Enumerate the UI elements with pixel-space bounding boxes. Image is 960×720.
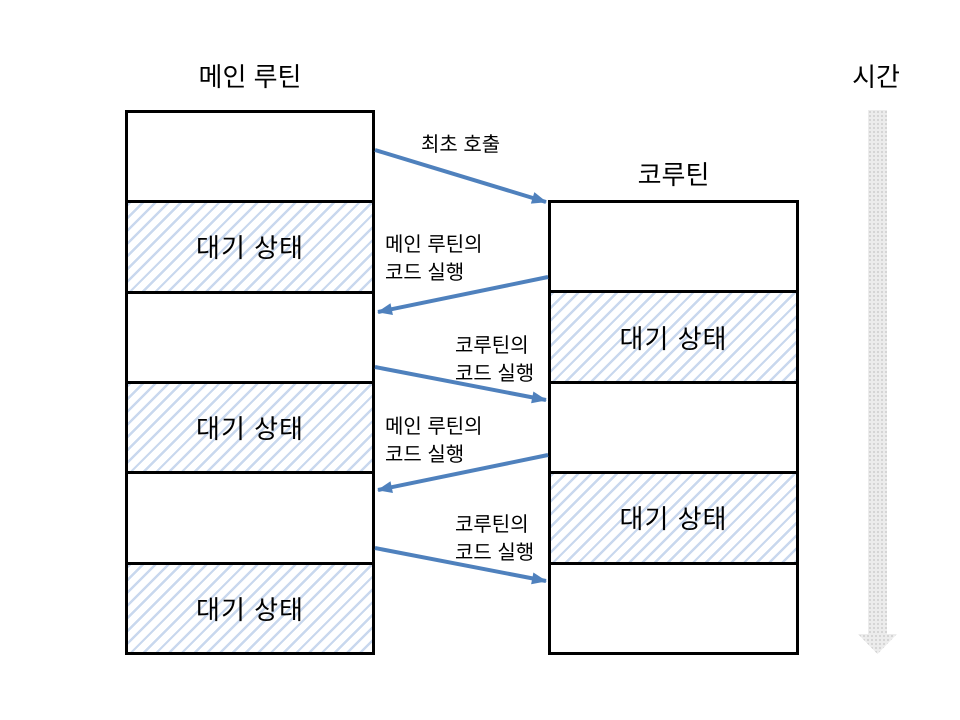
arrow-label-line: 코루틴의	[455, 514, 529, 536]
coroutine-running-block	[551, 203, 796, 291]
time-arrow-shaft	[868, 110, 887, 635]
arrow-label-main-code-run: 메인 루틴의 코드 실행	[385, 231, 483, 287]
time-axis-label: 시간	[852, 62, 900, 92]
block-label: 대기 상태	[196, 414, 304, 445]
coroutine-waiting-block: 대기 상태	[551, 471, 796, 562]
block-label: 대기 상태	[196, 594, 304, 625]
arrow-label-line: 최초 호출	[421, 134, 501, 156]
arrow-label-line: 코드 실행	[385, 444, 465, 466]
arrow-label-initial-call: 최초 호출	[421, 131, 500, 159]
main-routine-column: 대기 상태 대기 상태 대기 상태	[125, 110, 375, 655]
main-routine-waiting-block: 대기 상태	[128, 561, 372, 652]
coroutine-column: 대기 상태 대기 상태	[548, 200, 799, 655]
block-label: 대기 상태	[619, 504, 728, 535]
arrow-label-line: 코드 실행	[455, 542, 535, 564]
coroutine-running-block	[551, 561, 796, 653]
main-routine-running-block	[128, 113, 372, 201]
arrow-label-line: 코드 실행	[385, 262, 465, 284]
arrow-label-line: 코드 실행	[455, 363, 535, 385]
main-routine-waiting-block: 대기 상태	[128, 200, 372, 291]
coroutine-running-block	[551, 380, 796, 472]
block-label: 대기 상태	[196, 233, 304, 264]
arrow-label-main-code-run: 메인 루틴의 코드 실행	[385, 413, 483, 469]
arrow-label-line: 메인 루틴의	[385, 234, 483, 256]
main-routine-running-block	[128, 290, 372, 381]
block-label: 대기 상태	[619, 323, 728, 354]
coroutine-title: 코루틴	[637, 160, 710, 190]
time-arrow-head-icon	[858, 634, 897, 654]
main-routine-running-block	[128, 471, 372, 562]
arrow-label-line: 메인 루틴의	[385, 416, 483, 438]
arrow-label-coroutine-code-run: 코루틴의 코드 실행	[455, 332, 534, 388]
arrow-label-coroutine-code-run: 코루틴의 코드 실행	[455, 511, 534, 567]
arrow-label-line: 코루틴의	[455, 335, 529, 357]
coroutine-waiting-block: 대기 상태	[551, 290, 796, 381]
main-routine-waiting-block: 대기 상태	[128, 380, 372, 472]
main-routine-title: 메인 루틴	[198, 62, 302, 92]
